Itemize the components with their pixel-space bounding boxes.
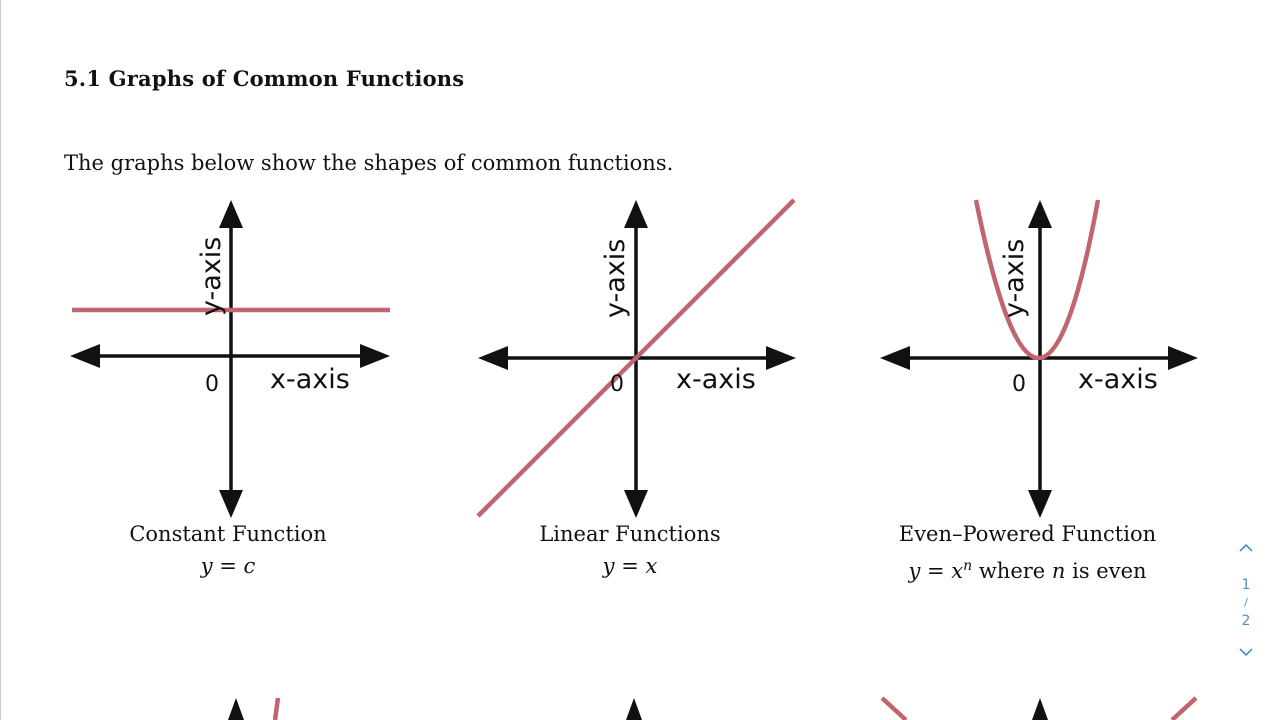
page-up-icon[interactable] (1238, 540, 1254, 556)
linear-curve (476, 198, 796, 518)
x-axis-label: x-axis (676, 364, 756, 395)
x-arrow-left-icon (478, 346, 508, 370)
graph-linear-function: x-axis 0 y-axis (476, 198, 806, 520)
caption-linear: Linear Functions y = x (490, 518, 770, 582)
even-powered-curve (973, 199, 1101, 361)
page-down-icon[interactable] (1238, 644, 1254, 660)
function-name: Linear Functions (539, 522, 721, 546)
y-arrow-down-icon (624, 490, 648, 518)
y-axis-label: y-axis (999, 239, 1030, 318)
function-formula: y = xn where n is even (908, 558, 1147, 583)
x-axis-label: x-axis (270, 364, 350, 395)
page-separator: / (1244, 596, 1248, 609)
page-edge (0, 0, 1, 720)
y-axis-label: y-axis (600, 239, 631, 318)
origin-label: 0 (205, 372, 219, 397)
total-pages: 2 (1241, 613, 1251, 629)
y-arrow-up-icon (1028, 200, 1052, 228)
y-arrow-up-icon (219, 200, 243, 228)
current-page: 1 (1241, 577, 1251, 593)
x-axis-label: x-axis (1078, 364, 1158, 395)
x-arrow-right-icon (1168, 346, 1198, 370)
next-row-graphs (228, 696, 1198, 720)
axes (70, 200, 390, 518)
function-name: Constant Function (129, 522, 327, 546)
function-name: Even–Powered Function (898, 522, 1157, 546)
origin-label: 0 (1012, 372, 1026, 397)
function-formula: y = c (200, 554, 256, 578)
caption-constant: Constant Function y = c (88, 518, 368, 582)
graph-constant-function: x-axis 0 y-axis (70, 198, 400, 520)
y-arrow-up-icon (624, 200, 648, 228)
intro-text: The graphs below show the shapes of comm… (64, 151, 674, 175)
section-title: 5.1 Graphs of Common Functions (64, 66, 465, 91)
x-arrow-right-icon (766, 346, 796, 370)
origin-label: 0 (610, 372, 624, 397)
y-arrow-down-icon (1028, 490, 1052, 518)
function-formula: y = x (602, 554, 658, 578)
graph-even-powered-function: x-axis 0 y-axis (878, 198, 1208, 520)
x-arrow-right-icon (360, 344, 390, 368)
caption-even-powered: Even–Powered Function y = xn where n is … (880, 518, 1175, 587)
x-arrow-left-icon (880, 346, 910, 370)
y-arrow-down-icon (219, 490, 243, 518)
x-arrow-left-icon (70, 344, 100, 368)
page-navigator: 1 / 2 (1232, 540, 1260, 660)
y-axis-label: y-axis (196, 237, 227, 316)
